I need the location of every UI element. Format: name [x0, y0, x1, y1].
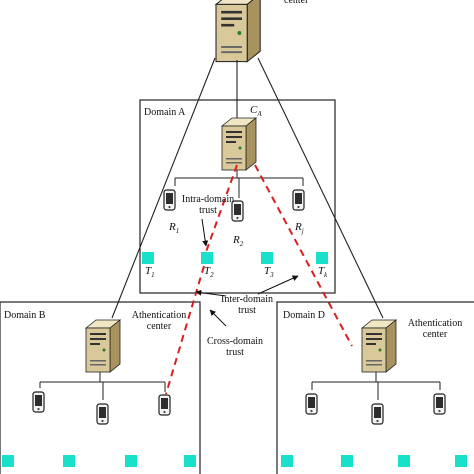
intra-domain-trust-line	[205, 164, 238, 253]
domain-d-center-server	[361, 319, 397, 373]
terminal-tk-square	[316, 252, 328, 264]
cross-domain-trust-label: Cross-domain trust	[206, 336, 264, 358]
top-center-label: center	[284, 0, 309, 6]
domain-b-center-label: Athentication center	[131, 310, 187, 332]
intra-domain-trust-label: Intra-domain trust	[181, 194, 235, 216]
cross-trust-arrow	[209, 309, 227, 327]
domain-a-center-label: CA	[250, 104, 262, 119]
d-terminal-2-square	[341, 455, 353, 467]
b-phone-3-icon	[158, 394, 171, 416]
d-phone-1-icon	[305, 393, 318, 415]
inter-trust-arrow-left	[195, 289, 227, 297]
terminal-t3-square	[261, 252, 273, 264]
inter-domain-trust-line	[254, 164, 353, 347]
domain-b-title: Domain B	[4, 310, 46, 321]
domain-b-center-server	[85, 319, 121, 373]
link-top-to-d	[257, 57, 384, 319]
relay-rj-label: Rj	[295, 221, 304, 236]
b-phone-2-icon	[96, 403, 109, 425]
link-top-to-b	[111, 57, 216, 319]
b-terminal-2-square	[63, 455, 75, 467]
domain-a-title: Domain A	[144, 107, 186, 118]
top-authority-server	[215, 0, 261, 63]
b-terminal-1-square	[2, 455, 14, 467]
terminal-t2-square	[201, 252, 213, 264]
d-terminal-4-square	[455, 455, 467, 467]
domain-a-center-server	[221, 117, 257, 171]
terminal-t1-label: T1	[145, 265, 155, 280]
relay-r2-label: R2	[233, 234, 244, 249]
b-terminal-3-square	[125, 455, 137, 467]
b-terminal-4-square	[184, 455, 196, 467]
d-terminal-1-square	[281, 455, 293, 467]
relay-r1-phone-icon	[163, 189, 176, 211]
b-phone-1-icon	[32, 391, 45, 413]
inter-trust-arrow-right	[257, 275, 299, 295]
terminal-t1-square	[142, 252, 154, 264]
d-phone-2-icon	[371, 403, 384, 425]
cross-domain-trust-line	[165, 265, 205, 395]
terminal-t3-label: T3	[264, 265, 274, 280]
d-terminal-3-square	[398, 455, 410, 467]
terminal-tk-label: Tk	[318, 265, 328, 280]
d-phone-3-icon	[433, 393, 446, 415]
relay-rj-phone-icon	[292, 189, 305, 211]
domain-d-title: Domain D	[283, 310, 325, 321]
domain-d-box	[276, 301, 474, 474]
domain-b-box	[0, 301, 201, 474]
relay-r1-label: R1	[169, 221, 180, 236]
inter-domain-trust-label: Inter-domain trust	[220, 294, 273, 316]
intra-trust-arrow	[201, 218, 209, 247]
domain-d-center-label: Athentication center	[407, 318, 463, 340]
terminal-t2-label: T2	[204, 265, 214, 280]
